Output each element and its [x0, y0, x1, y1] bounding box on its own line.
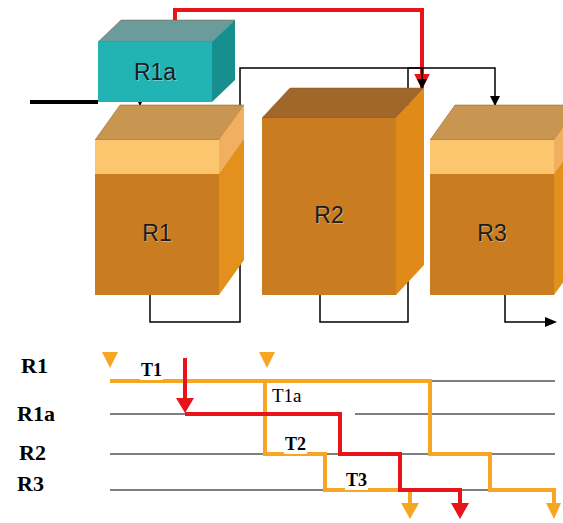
register-box: R2 — [262, 88, 424, 295]
box-label: R1 — [95, 220, 219, 247]
task-trace — [110, 381, 554, 505]
input-line — [30, 100, 98, 104]
label-slot: R2 — [18, 441, 47, 464]
output-line — [505, 295, 547, 322]
label-slot: T3 — [345, 471, 368, 490]
task-label: T3 — [345, 471, 368, 490]
box-label: R2 — [262, 202, 396, 229]
label-slot: T2 — [284, 435, 307, 454]
unit-label: R1 — [20, 354, 49, 377]
box-label: R3 — [430, 220, 554, 247]
box-shape — [430, 105, 563, 295]
flow-connector — [139, 102, 141, 105]
output-arrowhead — [545, 317, 557, 327]
label-slot: R3 — [16, 472, 45, 495]
register-box: R1 — [95, 105, 244, 295]
task-label: T1 — [140, 361, 163, 380]
task-label: T1a — [271, 386, 303, 406]
label-slot: T1a — [271, 386, 303, 406]
box-shape — [262, 88, 424, 295]
label-slot: T1 — [140, 361, 163, 380]
register-box: R1a — [98, 20, 235, 102]
unit-label: R3 — [16, 472, 45, 495]
unit-label: R1a — [16, 402, 56, 425]
task-markers — [102, 352, 561, 519]
interrupt-trace — [185, 358, 460, 505]
box-label: R1a — [98, 59, 212, 86]
task-label: T2 — [284, 435, 307, 454]
unit-label: R2 — [18, 441, 47, 464]
label-slot: R1a — [16, 402, 56, 425]
label-slot: R1 — [20, 354, 49, 377]
box-shape — [95, 105, 244, 295]
interrupt-markers — [176, 398, 469, 519]
register-box: R3 — [430, 105, 563, 295]
